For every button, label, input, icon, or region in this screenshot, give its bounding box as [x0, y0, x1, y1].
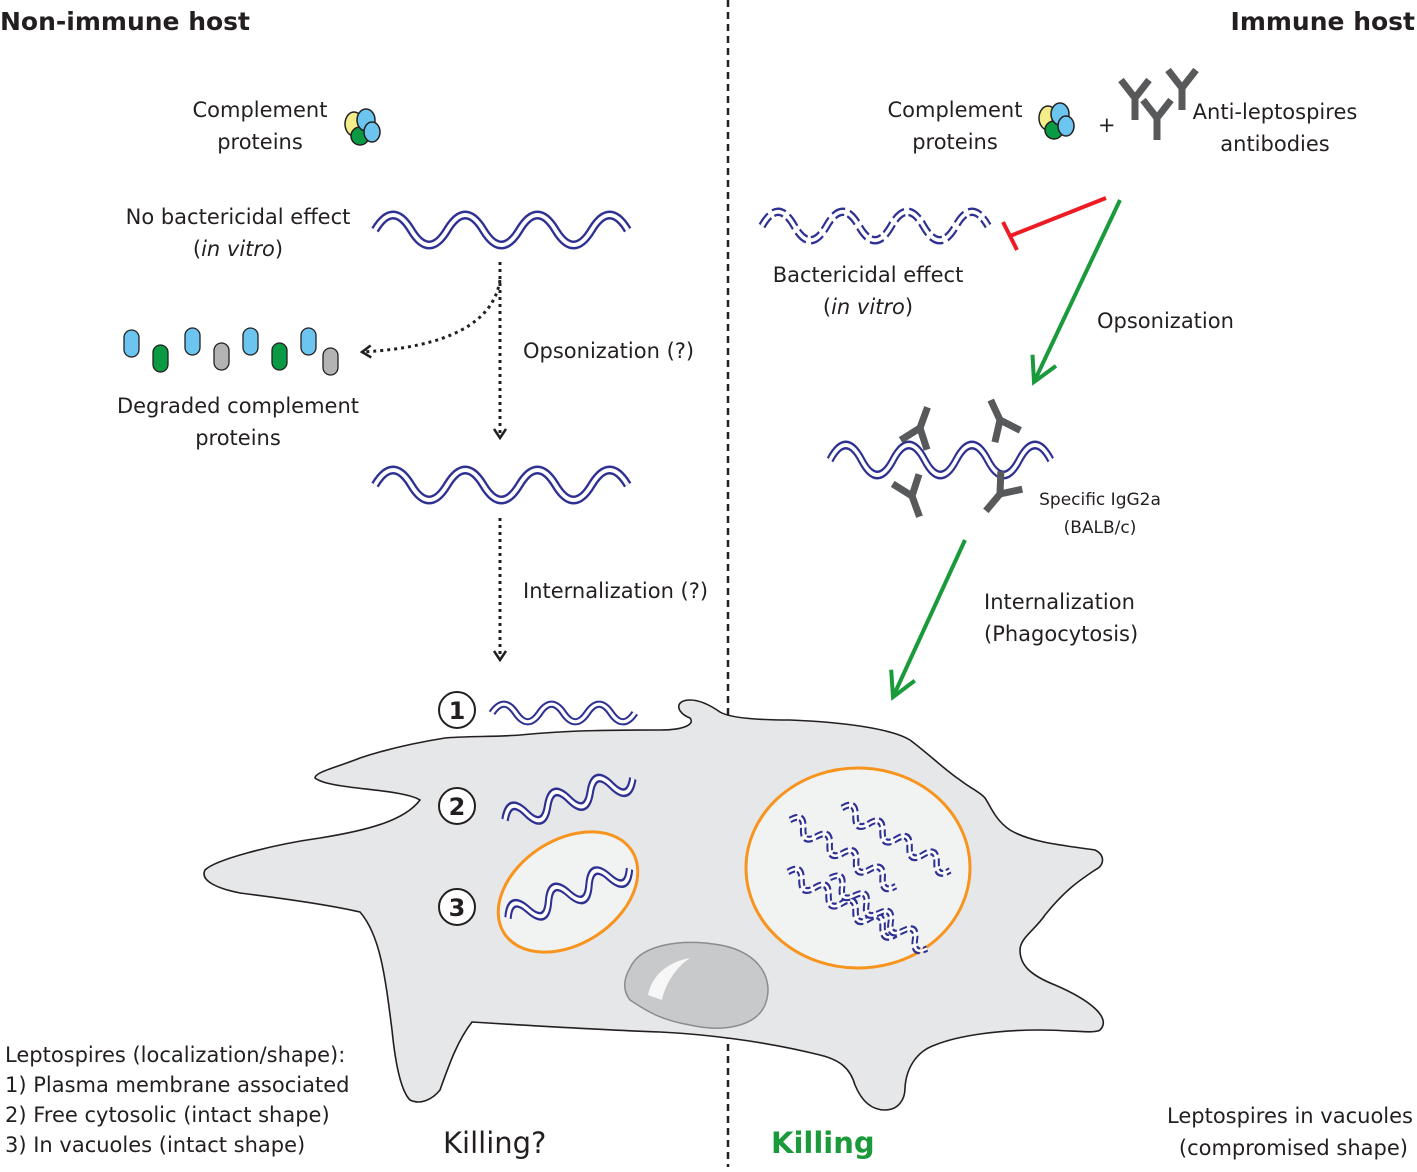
legend-item-2: 2) Free cytosolic (intact shape): [5, 1103, 330, 1127]
leptospire-membrane: [492, 704, 635, 722]
degraded-complement-icons: [123, 327, 339, 376]
degradation-arrow: [362, 279, 502, 352]
right-complement-line2: proteins: [912, 130, 998, 154]
igg-line1: Specific IgG2a: [1039, 490, 1161, 510]
degraded-line1: Degraded complement: [117, 394, 359, 418]
leptospire-broken: [762, 212, 988, 241]
legend-item-1: 1) Plasma membrane associated: [5, 1073, 349, 1097]
opsonization-green-arrow: [1030, 199, 1122, 386]
right-internalization-line1: Internalization: [984, 590, 1135, 614]
inhibition-bar: [1001, 221, 1019, 251]
leptospire-opsonized: [830, 445, 1051, 475]
heading-non-immune: Non-immune host: [0, 7, 250, 36]
igg-line2: (BALB/c): [1064, 518, 1137, 538]
svg-text:2: 2: [449, 793, 466, 821]
svg-text:3: 3: [449, 894, 466, 922]
vacuoles-note-line1: Leptospires in vacuoles: [1167, 1104, 1413, 1128]
inhibition-line: [1009, 196, 1107, 238]
killing-label: Killing: [771, 1126, 875, 1160]
killing-question-label: Killing?: [443, 1126, 546, 1160]
marker-1: 1: [438, 691, 476, 729]
left-internalization-label: Internalization (?): [523, 579, 708, 603]
no-effect-label: No bactericidal effect: [126, 205, 351, 229]
nucleus: [624, 941, 769, 1029]
left-complement-line2: proteins: [217, 130, 303, 154]
antibodies-line1: Anti-leptospires: [1193, 100, 1358, 124]
complement-complex-icon: [344, 108, 381, 146]
left-in-vitro-label: (in vitro): [193, 237, 283, 261]
legend-item-3: 3) In vacuoles (intact shape): [5, 1133, 305, 1157]
degraded-line2: proteins: [195, 426, 281, 450]
svg-text:1: 1: [449, 697, 466, 725]
complement-complex-icon-right: [1038, 102, 1075, 140]
left-opsonization-label: Opsonization (?): [523, 339, 694, 363]
right-complement-line1: Complement: [888, 98, 1023, 122]
antibodies-line2: antibodies: [1220, 132, 1329, 156]
right-internalization-line2: (Phagocytosis): [984, 622, 1138, 646]
marker-2: 2: [438, 787, 476, 825]
vacuoles-note-line2: (compromised shape): [1179, 1136, 1408, 1160]
left-complement-line1: Complement: [193, 98, 328, 122]
leptospire-intact-top: [375, 215, 628, 245]
leptospire-intact-middle: [375, 470, 628, 500]
right-opsonization-label: Opsonization: [1097, 309, 1234, 333]
marker-3: 3: [438, 888, 476, 926]
plus-sign: +: [1098, 113, 1116, 137]
antibody-group-icon: [1121, 70, 1196, 140]
right-in-vitro-label: (in vitro): [823, 295, 913, 319]
legend-title: Leptospires (localization/shape):: [5, 1043, 345, 1067]
bactericidal-label: Bactericidal effect: [773, 263, 964, 287]
heading-immune: Immune host: [1231, 7, 1416, 36]
internalization-green-arrow: [889, 539, 967, 701]
